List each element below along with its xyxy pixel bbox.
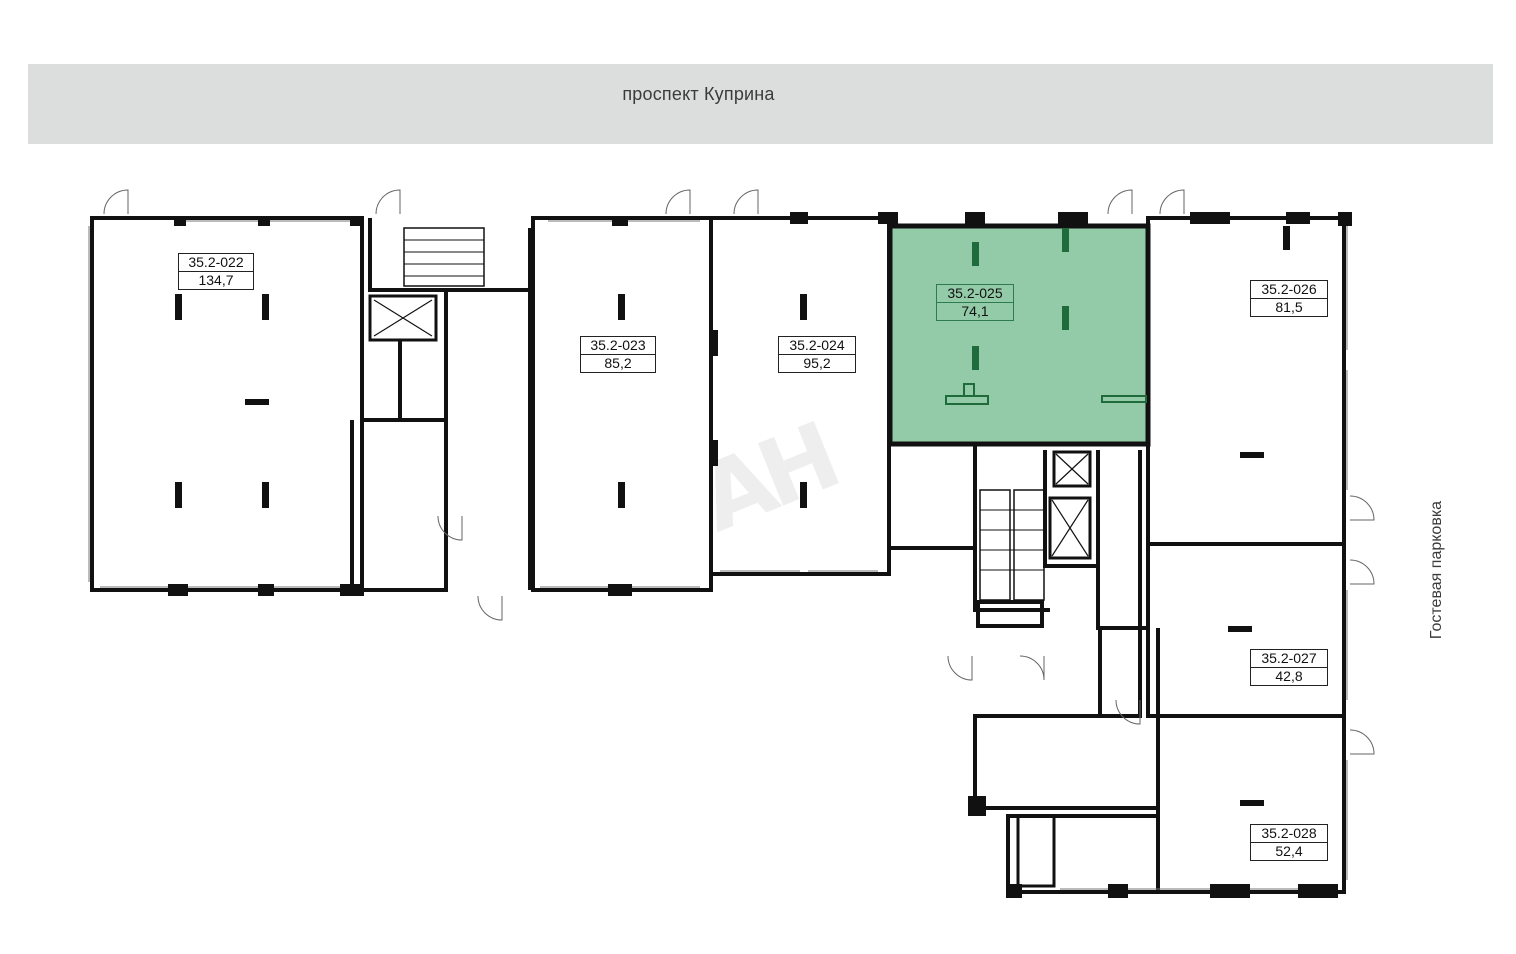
unit-025-outline[interactable] (887, 223, 1151, 447)
unit-code: 35.2-024 (779, 337, 855, 355)
unit-label-023[interactable]: 35.2-023 85,2 (580, 336, 656, 373)
unit-label-028[interactable]: 35.2-028 52,4 (1250, 824, 1328, 861)
unit-code: 35.2-027 (1251, 650, 1327, 668)
unit-area: 134,7 (198, 272, 234, 288)
street-band: проспект Куприна (28, 64, 1493, 144)
unit-code: 35.2-023 (581, 337, 655, 355)
unit-area: 52,4 (1275, 843, 1303, 859)
unit-code: 35.2-028 (1251, 825, 1327, 843)
unit-026-outline[interactable] (1146, 216, 1346, 546)
unit-label-027[interactable]: 35.2-027 42,8 (1250, 649, 1328, 686)
unit-023-outline[interactable] (531, 216, 713, 592)
street-label: проспект Куприна (622, 84, 775, 104)
unit-code: 35.2-022 (179, 254, 253, 272)
unit-025-highlight[interactable] (890, 226, 1148, 444)
unit-area: 81,5 (1275, 299, 1303, 315)
unit-028-outline[interactable] (1156, 714, 1346, 894)
unit-area: 74,1 (961, 303, 989, 319)
unit-label-026[interactable]: 35.2-026 81,5 (1250, 280, 1328, 317)
unit-area: 85,2 (604, 355, 632, 371)
unit-024-outline[interactable] (709, 216, 891, 576)
unit-area: 42,8 (1275, 668, 1303, 684)
unit-area: 95,2 (803, 355, 831, 371)
unit-code: 35.2-025 (937, 285, 1013, 303)
unit-label-022[interactable]: 35.2-022 134,7 (178, 253, 254, 290)
unit-label-024[interactable]: 35.2-024 95,2 (778, 336, 856, 373)
unit-code: 35.2-026 (1251, 281, 1327, 299)
unit-label-025[interactable]: 35.2-025 74,1 (936, 284, 1014, 321)
